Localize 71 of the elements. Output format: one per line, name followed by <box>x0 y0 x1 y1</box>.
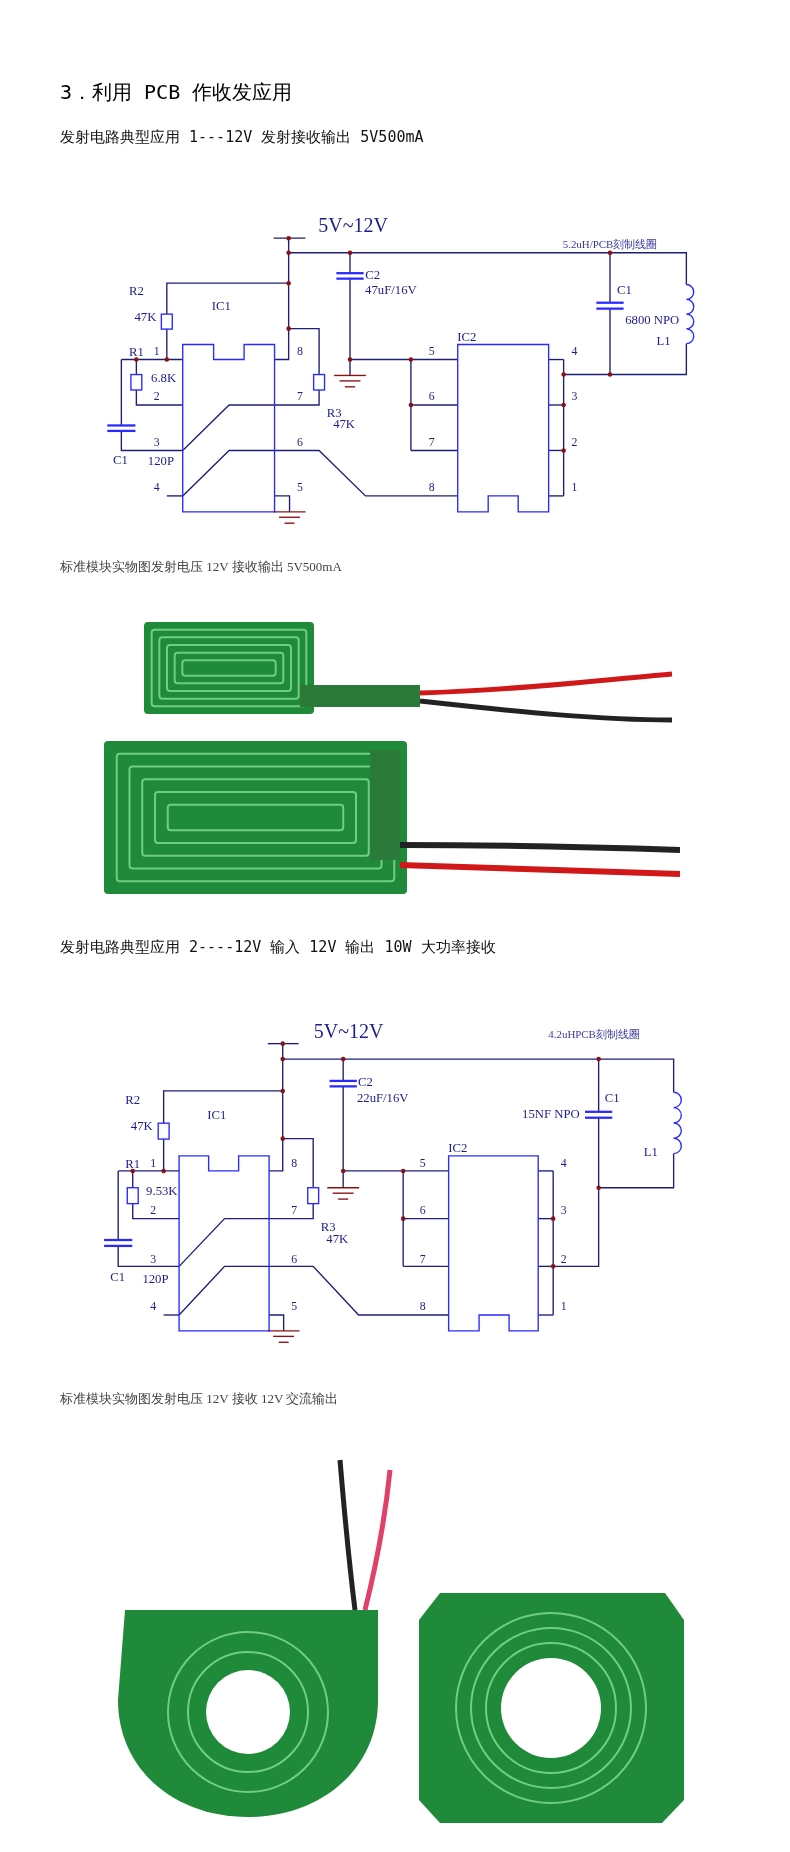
pin-number: 4 <box>560 1157 567 1170</box>
component-value: 120P <box>147 454 174 468</box>
pin-number: 5 <box>297 482 303 495</box>
pin-number: 8 <box>297 345 303 358</box>
component-label: R2 <box>128 285 144 298</box>
component-label: R3 <box>326 406 342 420</box>
pin-number: 2 <box>560 1253 567 1266</box>
component-value: 6.8K <box>151 371 177 385</box>
component-label: R2 <box>125 1093 141 1107</box>
component-label: R1 <box>125 1157 141 1170</box>
pin-number: 2 <box>150 1205 157 1218</box>
pin-number: 7 <box>297 391 303 404</box>
component-label: C1 <box>604 1091 620 1105</box>
component-label: C1 <box>110 1270 126 1284</box>
pin-number: 4 <box>153 482 160 495</box>
component-label: R1 <box>128 345 144 359</box>
pin-number: 7 <box>419 1253 426 1266</box>
pin-number: 8 <box>291 1157 298 1170</box>
component-value: 47K <box>130 1120 153 1133</box>
component-label: IC2 <box>457 330 477 344</box>
coil-label: 5.2uH/PCB刻制线圈 <box>562 238 658 250</box>
page-title: 3．利用 PCB 作收发应用 <box>60 82 293 102</box>
pin-number: 4 <box>150 1301 157 1314</box>
pin-number: 8 <box>419 1301 426 1314</box>
component-value: 22uF/16V <box>356 1091 409 1105</box>
component-label: L1 <box>643 1145 658 1159</box>
pin-number: 1 <box>571 482 578 495</box>
pin-number: 6 <box>297 436 303 449</box>
pin-number: 5 <box>291 1301 298 1314</box>
pin-number: 5 <box>428 345 435 358</box>
component-label: C1 <box>113 453 128 466</box>
pin-number: 3 <box>560 1205 567 1218</box>
section-heading: 发射电路典型应用 2----12V 输入 12V 输出 10W 大功率接收 <box>60 940 496 955</box>
pin-number: 8 <box>428 482 435 495</box>
pin-number: 5 <box>419 1157 426 1170</box>
component-value: 120P <box>142 1272 169 1285</box>
pin-number: 7 <box>291 1205 298 1218</box>
component-label: IC2 <box>448 1141 468 1155</box>
pin-number: 6 <box>291 1253 298 1266</box>
pin-number: 1 <box>153 345 160 358</box>
component-label: L1 <box>656 335 671 348</box>
section-heading: 发射电路典型应用 1---12V 发射接收输出 5V500mA <box>60 130 424 145</box>
pin-number: 7 <box>428 436 435 449</box>
pin-number: 6 <box>419 1205 426 1218</box>
component-label: C2 <box>365 268 381 281</box>
pin-number: 6 <box>428 391 435 404</box>
voltage-label: 5V~12V <box>313 1020 384 1041</box>
component-label: R3 <box>320 1220 336 1234</box>
photo-caption: 标准模块实物图发射电压 12V 接收输出 5V500mA <box>60 560 342 573</box>
pin-number: 1 <box>150 1157 157 1170</box>
component-value: 47uF/16V <box>365 283 417 297</box>
pin-number: 3 <box>571 391 578 404</box>
pin-number: 4 <box>571 345 578 358</box>
voltage-label: 5V~12V <box>318 215 389 236</box>
pin-number: 2 <box>571 436 578 449</box>
coil-label: 4.2uHPCB刻制线圈 <box>548 1028 640 1040</box>
photo-caption: 标准模块实物图发射电压 12V 接收 12V 交流输出 <box>60 1392 339 1405</box>
component-label: C1 <box>617 283 632 297</box>
component-label: IC1 <box>211 299 231 313</box>
pin-number: 1 <box>560 1301 567 1314</box>
component-value: 47K <box>333 417 356 431</box>
pin-number: 3 <box>150 1253 157 1266</box>
component-value: 6800 NPO <box>625 313 680 327</box>
pin-number: 3 <box>153 436 160 449</box>
component-label: C2 <box>358 1075 373 1089</box>
component-label: IC1 <box>207 1108 227 1122</box>
component-value: 47K <box>134 310 157 324</box>
component-value: 9.53K <box>146 1184 178 1198</box>
pin-number: 2 <box>153 391 160 404</box>
component-value: 15NF NPO <box>522 1107 580 1121</box>
component-value: 47K <box>326 1232 349 1245</box>
